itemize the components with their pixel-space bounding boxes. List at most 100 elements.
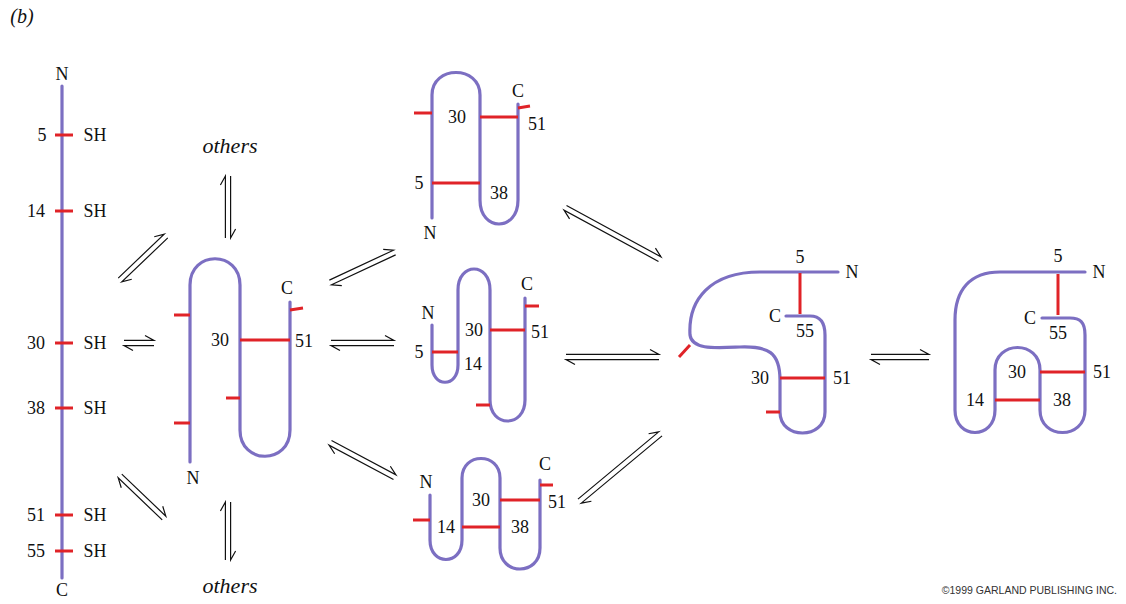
terminus-label: C xyxy=(1023,309,1037,327)
cysteine-mark xyxy=(462,526,500,529)
protein-chain xyxy=(665,242,865,447)
cysteine-mark xyxy=(799,273,802,314)
residue-number: 38 xyxy=(489,184,509,202)
equilibrium-arrow xyxy=(871,349,929,364)
terminus-label: N xyxy=(421,304,436,322)
terminus-label: C xyxy=(55,581,69,599)
cysteine-mark xyxy=(780,377,825,380)
cysteine-mark xyxy=(1040,371,1085,374)
equilibrium-arrow xyxy=(124,335,154,350)
thiol-label: SH xyxy=(82,542,107,560)
cysteine-mark xyxy=(490,329,525,332)
residue-number: 30 xyxy=(750,369,770,387)
residue-number: 38 xyxy=(1052,391,1072,409)
cysteine-mark xyxy=(55,342,73,345)
equilibrium-arrow xyxy=(566,349,659,364)
others-label: others xyxy=(202,135,259,157)
equilibrium-arrow xyxy=(578,432,662,503)
folding-intermediate: C N 30 51 14 38 xyxy=(400,445,575,590)
residue-number: 51 xyxy=(832,369,852,387)
equilibrium-arrow xyxy=(220,176,235,238)
cysteine-mark xyxy=(525,305,539,308)
terminus-label: C xyxy=(280,279,294,297)
residue-number: 55 xyxy=(1048,324,1068,342)
polypeptide-chain xyxy=(190,259,290,462)
copyright-notice: ©1999 GARLAND PUBLISHING INC. xyxy=(941,585,1118,596)
cysteine-mark xyxy=(414,112,432,115)
cysteine-mark xyxy=(500,499,540,502)
residue-number: 55 xyxy=(26,542,46,560)
thiol-label: SH xyxy=(82,202,107,220)
folding-intermediate: CN3051514 xyxy=(400,262,560,437)
polypeptide-chain xyxy=(430,459,540,570)
cysteine-mark xyxy=(55,550,73,553)
thiol-label: SH xyxy=(82,506,107,524)
folding-intermediate: C3051N xyxy=(160,245,325,495)
cysteine-mark xyxy=(55,134,73,137)
cysteine-mark xyxy=(290,308,303,310)
cysteine-mark xyxy=(1057,274,1060,315)
folding-intermediate: N5SH14SH30SH38SH51SH55SHC xyxy=(18,60,118,602)
residue-number: 5 xyxy=(1053,247,1064,265)
cysteine-mark xyxy=(413,519,430,522)
residue-number: 38 xyxy=(510,518,530,536)
residue-number: 14 xyxy=(965,391,985,409)
panel-letter: (b) xyxy=(9,6,34,26)
equilibrium-arrow xyxy=(118,234,168,282)
residue-number: 51 xyxy=(26,506,46,524)
cysteine-mark xyxy=(995,399,1040,402)
residue-number: 14 xyxy=(26,202,46,220)
cysteine-mark xyxy=(55,210,73,213)
cysteine-mark xyxy=(432,351,458,354)
cysteine-mark xyxy=(540,484,553,487)
thiol-label: SH xyxy=(82,399,107,417)
polypeptide-chain xyxy=(690,272,838,433)
cysteine-mark xyxy=(766,411,780,414)
residue-number: 30 xyxy=(26,334,46,352)
polypeptide-chain xyxy=(432,269,525,421)
protein-chain xyxy=(395,70,560,250)
residue-number: 55 xyxy=(795,322,815,340)
cysteine-mark xyxy=(480,116,518,119)
residue-number: 30 xyxy=(1007,363,1027,381)
residue-number: 30 xyxy=(210,331,230,349)
cysteine-mark xyxy=(55,407,73,410)
residue-number: 30 xyxy=(464,321,484,339)
thiol-label: SH xyxy=(82,126,107,144)
residue-number: 5 xyxy=(795,248,806,266)
folding-intermediate: 5NC5530511438 xyxy=(935,242,1120,452)
cysteine-mark xyxy=(226,397,240,400)
folding-intermediate: C3051538N xyxy=(395,70,560,250)
equilibrium-arrow xyxy=(220,502,235,560)
residue-number: 51 xyxy=(547,493,567,511)
terminus-label: N xyxy=(845,263,860,281)
terminus-label: C xyxy=(538,455,552,473)
thiol-label: SH xyxy=(82,334,107,352)
residue-number: 5 xyxy=(37,126,48,144)
residue-number: 14 xyxy=(436,518,456,536)
terminus-label: C xyxy=(511,82,525,100)
polypeptide-chain xyxy=(955,272,1085,433)
residue-number: 51 xyxy=(530,323,550,341)
cysteine-mark xyxy=(518,106,530,108)
terminus-label: N xyxy=(1092,263,1107,281)
folding-intermediate: 5N C 55 30 51 xyxy=(665,242,865,447)
cysteine-mark xyxy=(174,422,190,425)
residue-number: 51 xyxy=(294,332,314,350)
residue-number: 5 xyxy=(414,343,425,361)
terminus-label: N xyxy=(419,473,434,491)
equilibrium-arrow xyxy=(329,441,396,480)
residue-number: 30 xyxy=(471,491,491,509)
protein-chain xyxy=(160,245,325,495)
terminus-label: N xyxy=(55,65,70,83)
cysteine-mark xyxy=(240,339,290,342)
cysteine-mark xyxy=(174,314,190,317)
residue-number: 38 xyxy=(26,399,46,417)
cysteine-mark xyxy=(679,345,690,357)
residue-number: 5 xyxy=(414,174,425,192)
terminus-label: N xyxy=(423,224,438,242)
terminus-label: C xyxy=(768,307,782,325)
polypeptide-chain xyxy=(432,73,518,225)
cysteine-mark xyxy=(476,404,490,407)
residue-number: 14 xyxy=(463,355,483,373)
